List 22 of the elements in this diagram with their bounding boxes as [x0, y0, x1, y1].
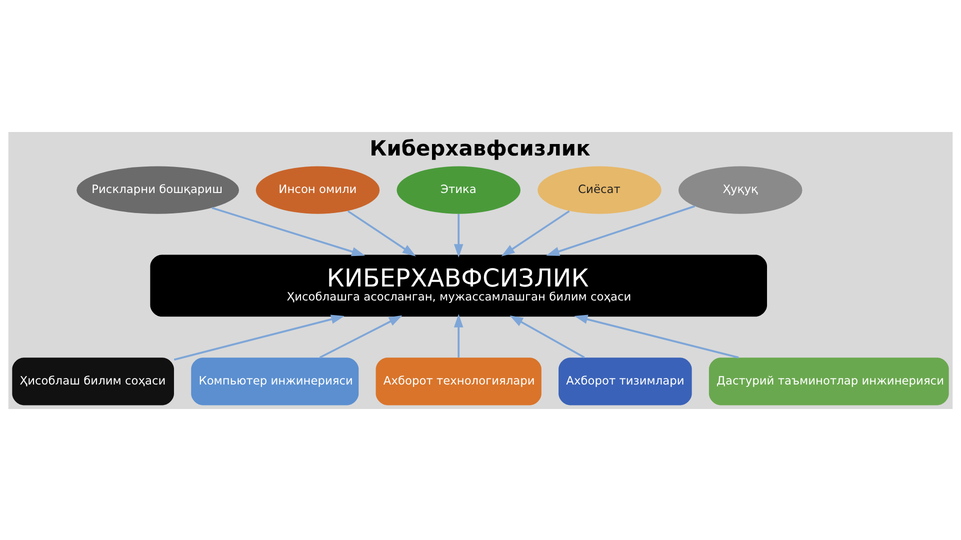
arrow	[347, 210, 416, 256]
arrow	[454, 213, 464, 258]
arrow	[319, 314, 402, 358]
node-box: Дастурий таъминотлар инжинерияси	[708, 357, 949, 405]
arrow	[501, 210, 570, 256]
arrow	[454, 313, 464, 357]
arrow	[574, 314, 739, 358]
node-ellipse: Сиёсат	[538, 166, 662, 214]
arrow	[212, 206, 366, 256]
diagram-title: Киберхавфсизлик	[370, 136, 590, 160]
arrow	[174, 314, 344, 360]
node-ellipse: Этика	[396, 166, 520, 214]
node-box: Компьютер инжинерияси	[191, 357, 359, 405]
node-ellipse: Рискларни бошқариш	[76, 166, 239, 214]
node-ellipse: Инсон омили	[256, 166, 380, 214]
node-ellipse: Ҳуқуқ	[678, 166, 802, 214]
node-box: Ахборот технологиялари	[376, 357, 542, 405]
node-box: Ахборот тизимлари	[558, 357, 692, 405]
arrow	[546, 204, 696, 256]
node-box: Ҳисоблаш билим соҳаси	[12, 357, 174, 405]
arrow	[510, 314, 585, 358]
node-box: КИБЕРХАВФСИЗЛИК Ҳисоблашга асосланган, мужассамлашган билим соҳаси	[150, 254, 768, 316]
